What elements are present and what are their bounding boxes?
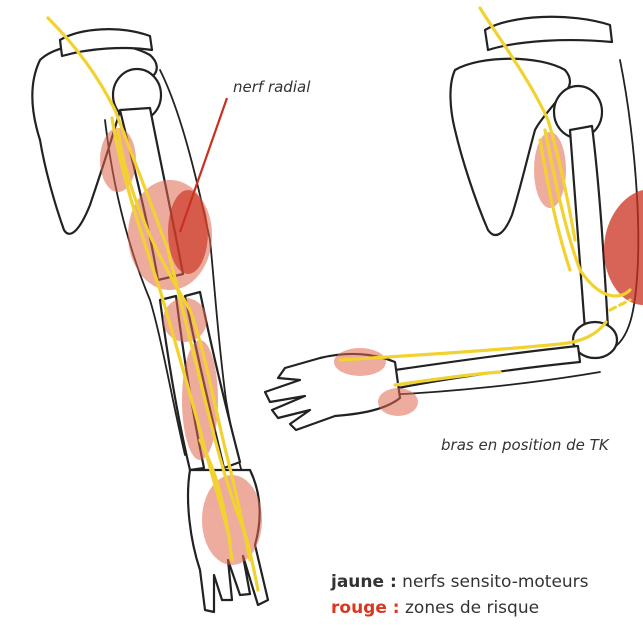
legend-red-text: zones de risque [405, 598, 539, 618]
legend-yellow: jaune : nerfs sensito-moteurs [331, 572, 589, 592]
legend-yellow-text: nerfs sensito-moteurs [402, 572, 588, 592]
legend-red: rouge : zones de risque [331, 598, 539, 618]
right-humerus [570, 126, 608, 330]
arm-position-label: bras en position de TK [441, 436, 609, 454]
radial-nerve-label: nerf radial [233, 78, 310, 96]
left-risk-zone-core [168, 190, 208, 274]
legend-yellow-key: jaune : [331, 572, 397, 592]
legend-red-key: rouge : [331, 598, 400, 618]
right-arm [265, 17, 638, 430]
right-risk-zone-core [604, 190, 643, 305]
